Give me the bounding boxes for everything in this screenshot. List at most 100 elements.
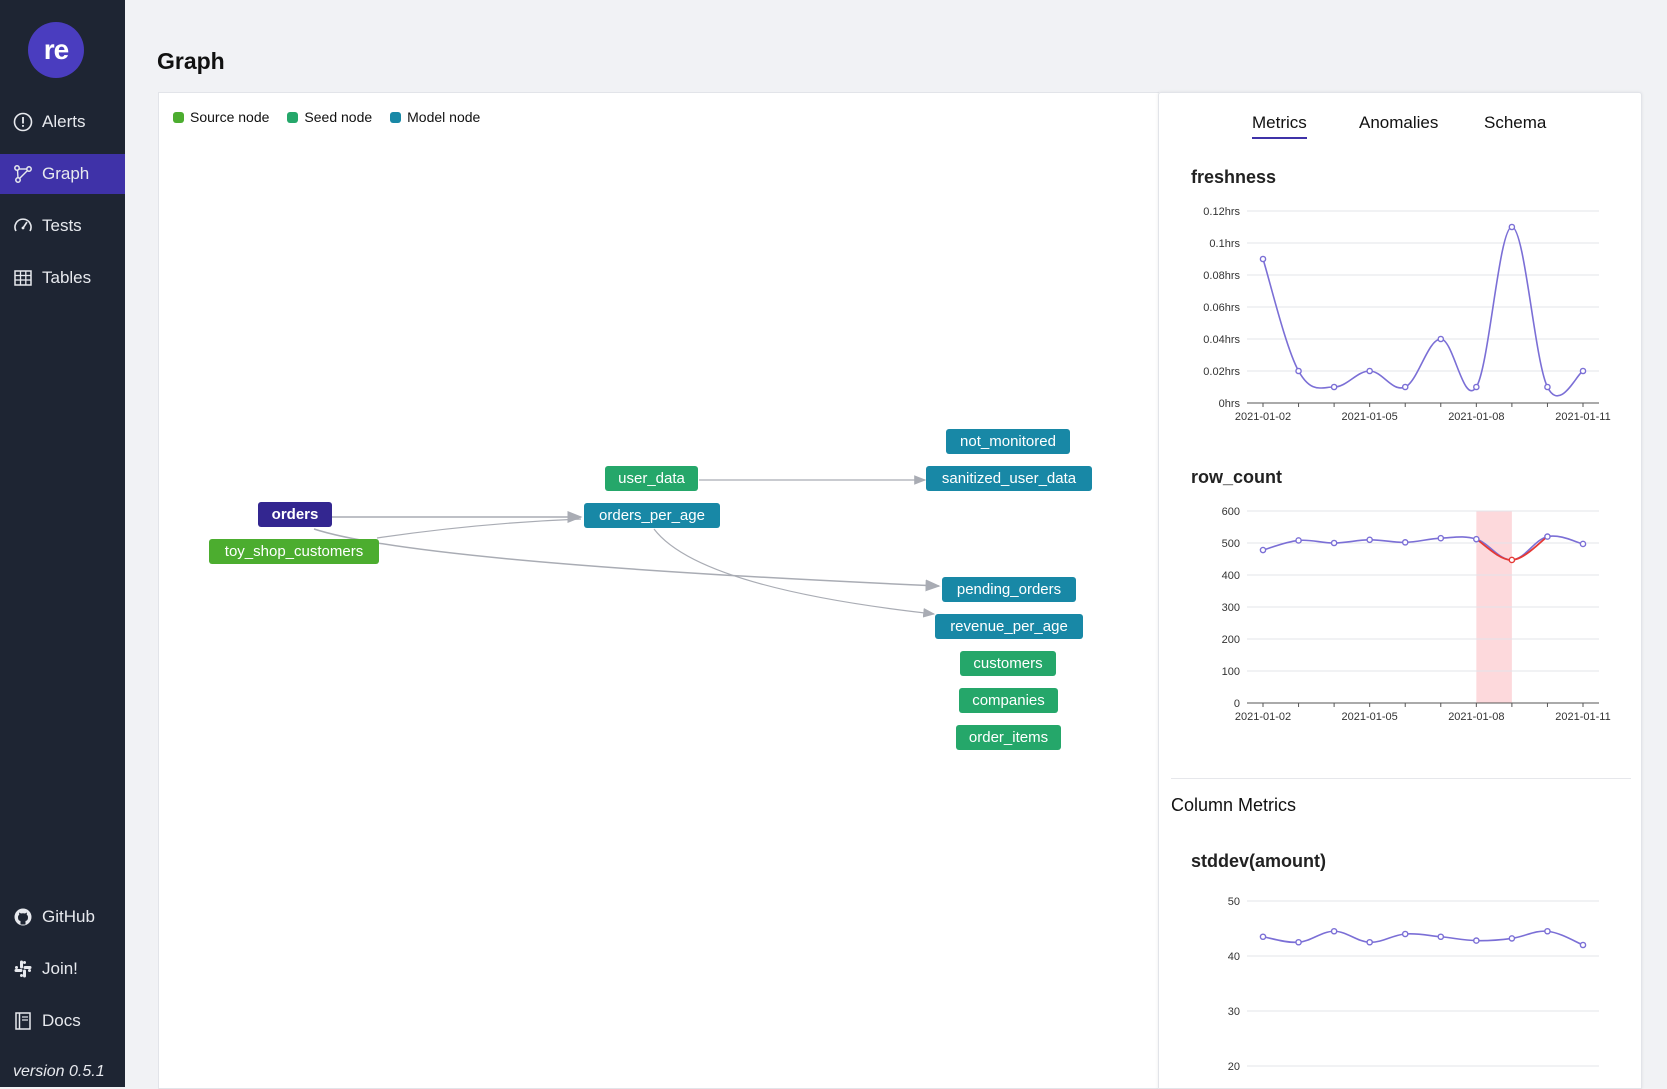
data-point [1437, 933, 1445, 941]
sidebar: re Alerts Graph Tests Tables GitHub [0, 0, 125, 1087]
x-tick-label: 2021-01-05 [1342, 711, 1398, 723]
graph-node-orders[interactable]: orders [258, 502, 332, 527]
data-point [1295, 938, 1302, 946]
data-point [1579, 367, 1587, 375]
gauge-icon [12, 215, 34, 237]
sidebar-item-graph[interactable]: Graph [0, 154, 125, 194]
legend-item-source: Source node [173, 109, 269, 125]
sidebar-item-alerts[interactable]: Alerts [0, 102, 125, 142]
legend-swatch-seed [287, 111, 299, 123]
graph-node-companies[interactable]: companies [959, 688, 1058, 713]
freshness-chart: 0hrs 0.02hrs 0.04hrs 0.06hrs 0.08hrs 0.1hrs 0.… [1203, 206, 1610, 423]
book-icon [12, 1010, 34, 1032]
tab-anomalies[interactable]: Anomalies [1359, 113, 1439, 132]
graph-node-orders_per_age[interactable]: orders_per_age [584, 503, 720, 528]
data-point [1401, 383, 1409, 391]
sidebar-item-label: Tests [42, 216, 82, 235]
sidebar-item-github[interactable]: GitHub [0, 897, 125, 937]
y-tick-label: 0.02hrs [1203, 366, 1240, 378]
sidebar-item-tests[interactable]: Tests [0, 206, 125, 246]
data-point [1330, 539, 1338, 547]
legend-item-model: Model node [390, 109, 480, 125]
data-point [1437, 335, 1445, 343]
legend-label: Source node [190, 109, 270, 125]
sidebar-item-docs[interactable]: Docs [0, 1001, 125, 1041]
data-point [1366, 367, 1373, 375]
y-tick-label: 400 [1222, 570, 1240, 582]
data-point [1544, 383, 1551, 391]
graph-node-sanitized_user_data[interactable]: sanitized_user_data [926, 466, 1092, 491]
graph-node-revenue_per_age[interactable]: revenue_per_age [935, 614, 1083, 639]
data-point [1366, 938, 1373, 946]
y-tick-label: 30 [1228, 1006, 1240, 1018]
panel-tabs: Metrics Anomalies Schema [1159, 113, 1641, 143]
column-metrics-title: Column Metrics [1171, 795, 1297, 815]
sidebar-item-label: GitHub [42, 907, 95, 926]
y-tick-label: 0.08hrs [1203, 270, 1240, 282]
chart-title-row_count: row_count [1191, 467, 1283, 487]
sidebar-item-join[interactable]: Join! [0, 949, 125, 989]
stddev-amount-chart: 1020304050 [1228, 896, 1599, 1073]
tab-metrics[interactable]: Metrics [1252, 113, 1307, 139]
y-tick-label: 0.1hrs [1209, 238, 1240, 250]
x-tick-label: 2021-01-08 [1448, 411, 1504, 423]
graph-node-order_items[interactable]: order_items [956, 725, 1061, 750]
y-tick-label: 0.06hrs [1203, 302, 1240, 314]
edge-toy_shop_customers-orders_per_age [376, 518, 582, 539]
sidebar-item-label: Graph [42, 164, 90, 183]
data-point [1473, 937, 1480, 944]
graph-node-customers[interactable]: customers [960, 651, 1056, 676]
graph-node-not_monitored[interactable]: not_monitored [946, 429, 1070, 454]
x-tick-label: 2021-01-05 [1342, 411, 1398, 423]
data-point [1579, 941, 1587, 949]
y-tick-label: 0.12hrs [1203, 206, 1240, 218]
data-point [1259, 255, 1267, 263]
y-tick-label: 600 [1222, 506, 1240, 518]
sidebar-item-label: Join! [42, 959, 78, 978]
graph-edges [313, 475, 941, 618]
app-logo[interactable]: re [28, 22, 84, 78]
y-tick-label: 0 [1234, 698, 1240, 710]
graph-node-toy_shop_customers[interactable]: toy_shop_customers [209, 539, 379, 564]
graph-icon [12, 163, 34, 185]
legend-label: Seed node [304, 109, 373, 125]
y-tick-label: 500 [1222, 538, 1240, 550]
sidebar-item-tables[interactable]: Tables [0, 258, 125, 298]
chart-title-freshness: freshness [1191, 167, 1277, 187]
data-point [1473, 383, 1480, 391]
edge-orders_per_age-revenue_per_age [653, 528, 936, 618]
graph-canvas[interactable]: Source node Seed node Model node orders … [158, 92, 1159, 1089]
y-tick-label: 0hrs [1219, 398, 1241, 410]
version-label: version 0.5.1 [13, 1063, 105, 1080]
y-tick-label: 100 [1222, 666, 1240, 678]
graph-node-user_data[interactable]: user_data [605, 466, 698, 491]
y-tick-label: 50 [1228, 896, 1240, 908]
data-point [1295, 537, 1302, 544]
graph-node-pending_orders[interactable]: pending_orders [942, 577, 1076, 602]
y-tick-label: 20 [1228, 1061, 1240, 1073]
y-tick-label: 40 [1228, 951, 1240, 963]
y-tick-label: 0.04hrs [1203, 334, 1240, 346]
data-point [1437, 534, 1445, 542]
x-tick-label: 2021-01-11 [1555, 411, 1610, 423]
data-point [1330, 383, 1338, 391]
data-point [1508, 556, 1516, 564]
x-tick-label: 2021-01-11 [1555, 711, 1610, 723]
data-point [1508, 935, 1516, 942]
data-point [1401, 930, 1409, 938]
data-point [1508, 223, 1516, 231]
legend-swatch-model [390, 111, 402, 123]
tab-schema[interactable]: Schema [1484, 113, 1547, 132]
data-point [1401, 539, 1409, 546]
x-tick-label: 2021-01-08 [1448, 711, 1504, 723]
data-point [1544, 533, 1551, 540]
page-title: Graph [157, 48, 225, 74]
table-icon [12, 267, 34, 289]
data-point [1330, 927, 1338, 935]
legend-swatch-source [173, 111, 184, 123]
github-icon [12, 906, 34, 928]
edge-orders-pending_orders [313, 528, 941, 592]
graph-legend: Source node Seed node Model node [173, 109, 498, 125]
